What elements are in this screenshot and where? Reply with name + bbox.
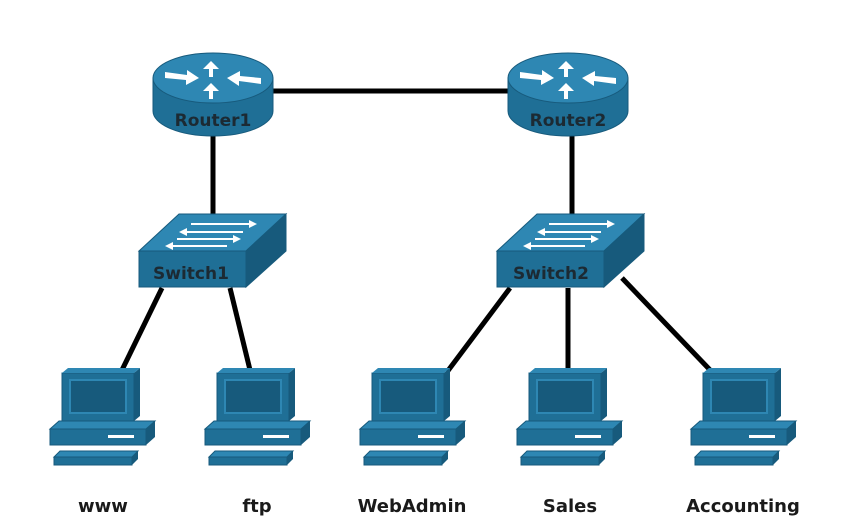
router1-label: Router1 — [175, 111, 252, 131]
switch2-label: Switch2 — [513, 264, 589, 284]
link-switch2-webadmin — [445, 286, 512, 374]
host-label-accounting: Accounting — [686, 496, 800, 517]
router-arrows-icon — [165, 61, 261, 99]
host-sales — [516, 367, 623, 466]
link-switch1-ftp — [227, 287, 253, 371]
router2: Router2 — [507, 52, 629, 137]
host-label-ftp: ftp — [242, 496, 271, 517]
host-www — [49, 367, 156, 466]
link-switch2-accounting — [620, 276, 714, 374]
router1: Router1 — [152, 52, 274, 137]
link-switch1-www — [119, 286, 165, 372]
host-label-sales: Sales — [543, 496, 597, 517]
host-label-www: www — [78, 496, 128, 517]
host-label-webadmin: WebAdmin — [358, 496, 467, 517]
router-arrows-icon — [520, 61, 616, 99]
host-accounting — [690, 367, 797, 466]
links — [119, 88, 714, 374]
switch1-label: Switch1 — [153, 264, 229, 284]
switch1: Switch1 — [137, 212, 288, 289]
switch2: Switch2 — [495, 212, 646, 289]
switch-arrows-icon — [165, 220, 257, 250]
router2-label: Router2 — [530, 111, 607, 131]
switch-arrows-icon — [523, 220, 615, 250]
host-webadmin — [359, 367, 466, 466]
host-ftp — [204, 367, 311, 466]
